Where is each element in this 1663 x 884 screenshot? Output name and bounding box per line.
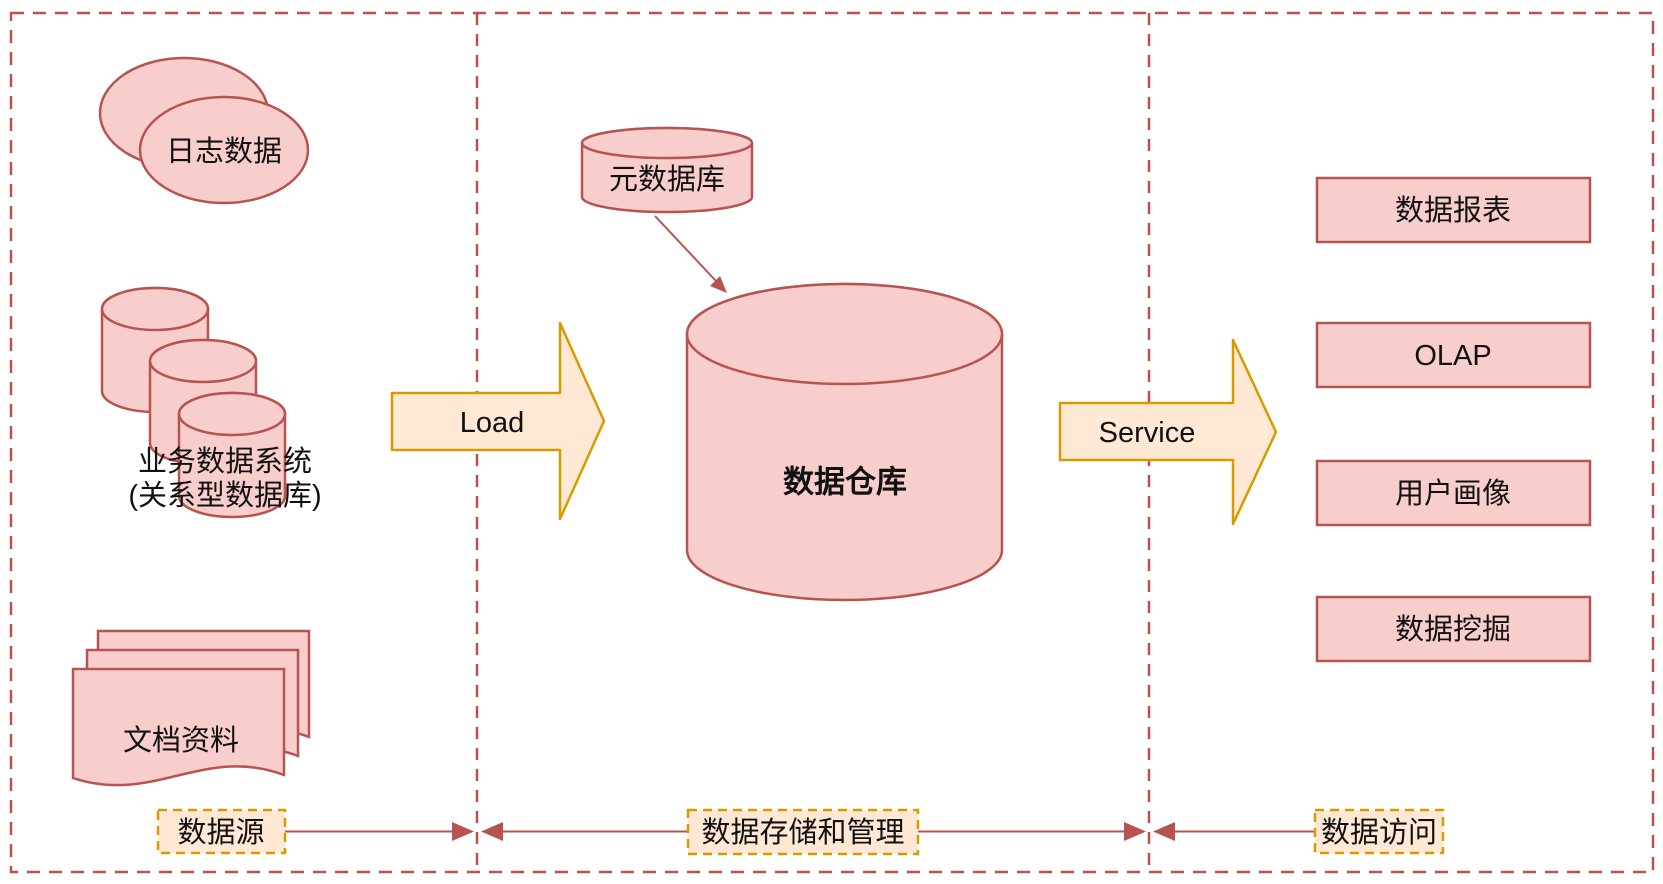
- metadata-db-label: 元数据库: [609, 163, 725, 196]
- stage-label-source: 数据源: [177, 816, 264, 849]
- diagram-border: [9, 11, 1655, 874]
- warehouse-label: 数据仓库: [783, 465, 907, 500]
- stage-label-access-box: [1313, 808, 1445, 855]
- access-box-user-profile: [1315, 459, 1592, 527]
- connector-arrowhead-left-icon: [1153, 822, 1175, 841]
- connector-arrowhead-right-icon: [1124, 822, 1146, 841]
- service-arrow: [1058, 338, 1278, 526]
- stage-label-access: 数据访问: [1321, 816, 1437, 849]
- documents-label: 文档资料: [123, 724, 239, 757]
- metadata-db: 元数据库: [580, 126, 754, 293]
- metadata-db-cylinder-top: [580, 126, 754, 160]
- log-data-ellipse-front: [138, 95, 310, 205]
- warehouse-cylinder-top: [685, 282, 1004, 386]
- service-arrow-label: Service: [1099, 417, 1196, 449]
- business-db-cylinder-1-top: [100, 286, 210, 332]
- stage-axis: 数据源 数据存储和管理 数据访问: [156, 808, 1445, 856]
- documents-source: 文档资料: [71, 629, 311, 787]
- access-box-user-profile-label: 用户画像: [1395, 477, 1511, 510]
- business-db-source: 业务数据系统 (关系型数据库): [100, 286, 322, 519]
- business-db-label-line2: (关系型数据库): [128, 479, 321, 512]
- connector-arrowhead-right-icon: [452, 822, 474, 841]
- access-box-olap: [1315, 321, 1592, 389]
- access-box-report: [1315, 176, 1592, 244]
- load-arrow-label: Load: [460, 407, 525, 439]
- access-box-report-label: 数据报表: [1395, 194, 1511, 227]
- load-flow: Load: [390, 321, 606, 521]
- stage-label-storage-box: [686, 808, 920, 856]
- data-warehouse: 数据仓库: [685, 282, 1004, 602]
- document-sheet-front: [71, 667, 286, 787]
- service-flow: Service: [1058, 338, 1278, 526]
- log-data-label: 日志数据: [166, 135, 282, 168]
- stage-label-storage: 数据存储和管理: [701, 816, 904, 849]
- load-arrow: [390, 321, 606, 521]
- metadata-arrowhead-icon: [710, 276, 727, 293]
- business-db-label-line1: 业务数据系统: [138, 445, 312, 478]
- connector-arrowhead-left-icon: [481, 822, 503, 841]
- access-box-olap-label: OLAP: [1414, 340, 1491, 372]
- business-db-cylinder-3-top: [177, 391, 287, 437]
- metadata-to-warehouse-connector: [654, 215, 717, 282]
- stage-label-source-box: [156, 808, 287, 855]
- access-box-data-mining: [1315, 595, 1592, 663]
- log-data-source: 日志数据: [98, 56, 310, 205]
- business-db-cylinder-2-top: [148, 338, 258, 384]
- access-box-data-mining-label: 数据挖掘: [1395, 613, 1511, 646]
- data-access-boxes: 数据报表 OLAP 用户画像 数据挖掘: [1315, 176, 1592, 663]
